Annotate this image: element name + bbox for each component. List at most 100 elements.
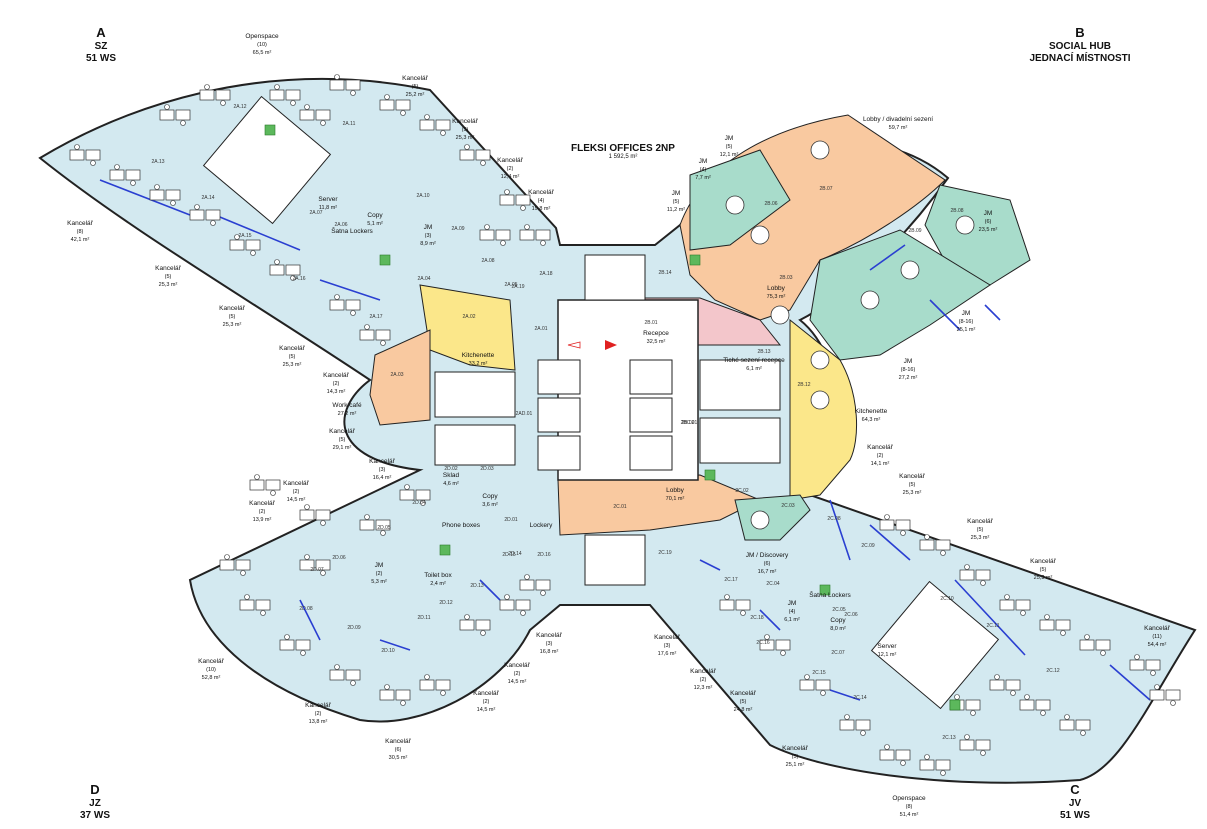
room-capacity: (5) (1039, 567, 1047, 573)
room-code: 2C.17 (724, 577, 738, 583)
chair (504, 594, 510, 600)
corner-label-d: D JZ 37 WS (70, 782, 120, 822)
room-code: 2D.04 (412, 500, 426, 506)
room-label: JM(2)5,3 m² (371, 562, 387, 586)
room-name: Kancelář (867, 444, 893, 451)
room-area: 25,3 m² (970, 535, 990, 541)
desk (199, 89, 215, 101)
desk (759, 639, 775, 651)
chair (250, 250, 256, 256)
room-label: Openspace(8)51,4 m² (892, 795, 925, 819)
meeting-table (770, 305, 790, 325)
room-label: Kancelář(6)30,5 m² (385, 738, 411, 762)
room-area: 24,8 m² (733, 707, 753, 713)
room-code: 2AD.01 (515, 411, 533, 417)
direction-arrow (605, 340, 617, 350)
room-name: Kancelář (402, 75, 428, 82)
chair (780, 650, 786, 656)
room-name: Kancelář (385, 738, 411, 745)
room-code: 2C.11 (986, 623, 1000, 629)
room-area: 16,8 m² (539, 649, 559, 655)
room-name: Kitchenette (461, 352, 495, 359)
room-code: 2B.09 (908, 228, 922, 234)
room-code: 2C.13 (942, 735, 956, 741)
desk (215, 89, 231, 101)
chair (194, 204, 200, 210)
desk (315, 559, 331, 571)
desk (109, 169, 125, 181)
chair (1024, 694, 1030, 700)
chair (404, 484, 410, 490)
room-label: JM(5)12,1 m² (720, 135, 739, 159)
room-code: 2B.14 (658, 270, 672, 276)
room-capacity: (5) (739, 699, 747, 705)
room-label: Kancelář(3)16,8 m² (536, 632, 562, 656)
room-capacity: (5) (725, 144, 733, 150)
room-name: JM (671, 190, 681, 197)
room-area: 8,9 m² (420, 241, 436, 247)
desk (279, 639, 295, 651)
room-name: JM (787, 600, 797, 607)
chair (740, 610, 746, 616)
room-capacity: (10) (257, 42, 267, 48)
room-name: Kancelář (690, 668, 716, 675)
room-label: JM(4)6,1 m² (784, 600, 800, 624)
room-code: 2C.15 (812, 670, 826, 676)
desk (1075, 719, 1091, 731)
room-label: JM(8-16)27,2 m² (899, 358, 918, 382)
restroom-block (699, 359, 781, 411)
chair (304, 104, 310, 110)
room-code: 2D.13 (470, 583, 484, 589)
desk (1035, 699, 1051, 711)
chair (424, 114, 430, 120)
desk (935, 539, 951, 551)
chair (290, 100, 296, 106)
room-label: JM(4)7,7 m² (695, 158, 711, 182)
desk (159, 109, 175, 121)
desk (919, 539, 935, 551)
restroom-block (699, 417, 781, 464)
window-line (929, 299, 961, 331)
desk (299, 559, 315, 571)
room-name: Server (877, 643, 897, 650)
room-code: 2D.10 (381, 648, 395, 654)
chair (74, 144, 80, 150)
room-name: Copy (482, 493, 498, 500)
room-capacity: (2) (506, 166, 514, 172)
chair (1060, 630, 1066, 636)
room-code: 2C.09 (861, 543, 875, 549)
desk (495, 229, 511, 241)
room-code: 2B.06 (764, 201, 778, 207)
room-code: 2A.10 (416, 193, 430, 199)
lobby-zone-center (557, 474, 762, 536)
room-name: Kancelář (279, 345, 305, 352)
chair (884, 744, 890, 750)
room-name: Kancelář (219, 305, 245, 312)
corner-workstations: 51 WS (1059, 810, 1090, 821)
desk (1165, 689, 1181, 701)
chair (320, 120, 326, 126)
room-label: Kancelář(3)16,4 m² (369, 458, 395, 482)
room-area: 25,3 m² (902, 490, 922, 496)
desk (219, 559, 235, 571)
room-capacity: (2) (513, 671, 521, 677)
window-line (829, 689, 861, 701)
room-label: Kancelář(5)25,3 m² (967, 518, 993, 542)
room-name: Kancelář (305, 702, 331, 709)
desk (535, 229, 551, 241)
corner-label-a: A SZ 51 WS (76, 25, 126, 65)
desk (1059, 719, 1075, 731)
chair (954, 694, 960, 700)
room-code: 2C.19 (658, 550, 672, 556)
meeting-table (860, 290, 880, 310)
room-area: 13,8 m² (308, 719, 328, 725)
room-area: 25,3 m² (282, 362, 302, 368)
chair (940, 770, 946, 776)
chair (384, 684, 390, 690)
room-code: 2C.03 (781, 503, 795, 509)
chair (300, 650, 306, 656)
room-capacity: (3) (663, 643, 671, 649)
room-capacity: (5) (976, 527, 984, 533)
desk (959, 569, 975, 581)
